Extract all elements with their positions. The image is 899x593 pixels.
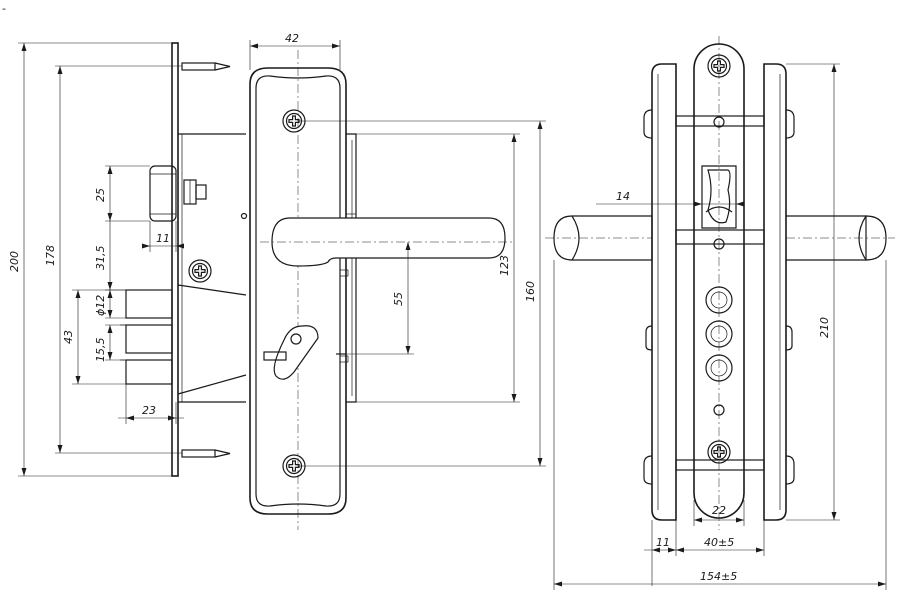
dim-200-label: 200 xyxy=(8,251,21,272)
dim-31-5-label: 31,5 xyxy=(94,246,107,271)
bolt-hole-1 xyxy=(705,286,733,314)
dim-11-top-label: 11 xyxy=(156,232,170,245)
bolts xyxy=(120,284,247,395)
right-lever-end xyxy=(786,215,895,261)
bolt-hole-3 xyxy=(705,354,733,382)
dim-42-label: 42 xyxy=(285,32,299,45)
left-view xyxy=(120,42,515,530)
dim-14-label: 14 xyxy=(616,190,630,203)
dim-123-label: 123 xyxy=(498,255,511,276)
bolt-hole-2 xyxy=(705,320,733,348)
escutcheon-inner xyxy=(255,75,341,507)
dim-phi12-label: ϕ12 xyxy=(94,295,107,316)
dim-55-label: 55 xyxy=(392,292,405,306)
nail-bottom xyxy=(181,449,231,458)
escutcheon-plate xyxy=(249,67,347,515)
faceplate xyxy=(171,42,179,477)
nail-top xyxy=(181,62,231,71)
dim-40-label: 40±5 xyxy=(704,536,734,549)
corner-mark: - xyxy=(2,2,6,15)
dim-178-label: 178 xyxy=(44,245,57,266)
dim-43-label: 43 xyxy=(62,330,75,344)
right-dimensions: 14 210 22 11 40±5 154±5 xyxy=(553,63,887,590)
right-view xyxy=(545,36,895,530)
cylinder-block xyxy=(149,165,207,222)
dim-22-label: 22 xyxy=(712,504,726,517)
left-dimensions: 42 200 178 25 11 31,5 ϕ12 xyxy=(8,32,546,477)
dim-210-label: 210 xyxy=(818,317,831,338)
dim-11-bottom-label: 11 xyxy=(656,536,670,549)
dim-25-label: 25 xyxy=(94,188,107,202)
case-screw-icon xyxy=(188,259,212,283)
right-escutcheon-edge xyxy=(763,63,787,521)
left-lever-end xyxy=(545,215,653,261)
dim-15-5-label: 15,5 xyxy=(94,338,107,363)
thumb-turn xyxy=(263,325,346,380)
dim-160-label: 160 xyxy=(524,281,537,302)
lock-case xyxy=(178,133,246,403)
left-escutcheon-edge xyxy=(651,63,677,521)
dim-154-label: 154±5 xyxy=(700,570,737,583)
dim-23-label: 23 xyxy=(142,404,156,417)
